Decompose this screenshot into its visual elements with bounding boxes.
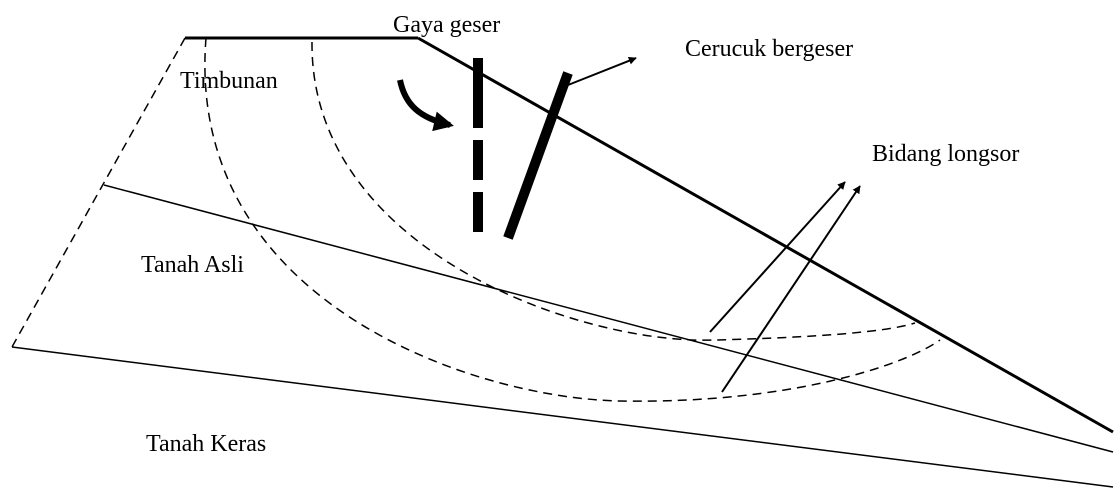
hard-soil-line — [11, 346, 1114, 488]
slip-surface-outer — [204, 37, 941, 402]
label-tanah-asli: Tanah Asli — [141, 252, 244, 278]
slip-label-arrow-2 — [721, 185, 861, 393]
slip-surface-inner — [311, 41, 916, 341]
label-tanah-keras: Tanah Keras — [146, 431, 266, 457]
slip-label-arrow-1 — [709, 181, 846, 333]
label-gaya-geser: Gaya geser — [393, 12, 500, 38]
pile-label-arrow — [567, 56, 637, 86]
label-timbunan: Timbunan — [180, 68, 278, 94]
embankment-slope-line — [417, 36, 1114, 434]
original-ground-line — [103, 184, 1114, 453]
label-cerucuk-bergeser: Cerucuk bergeser — [685, 36, 853, 62]
displaced-pile — [503, 71, 573, 240]
label-bidang-longsor: Bidang longsor — [872, 141, 1019, 167]
shear-force-arrow — [397, 79, 454, 132]
